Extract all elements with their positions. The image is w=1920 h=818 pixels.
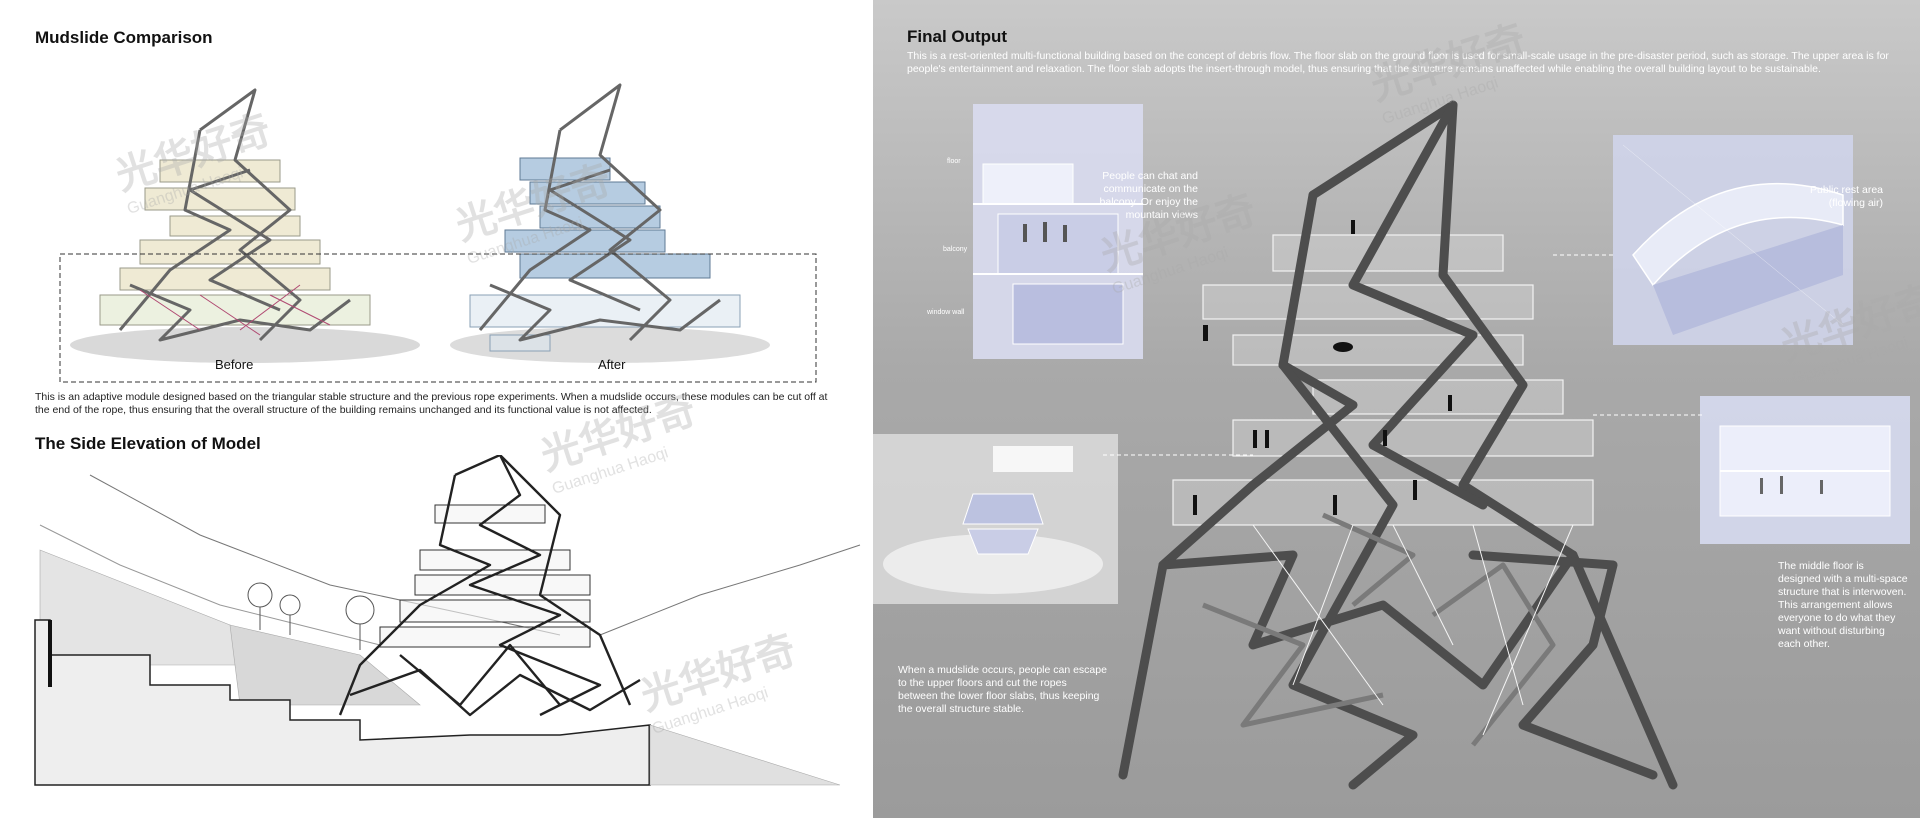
mudslide-comparison-drawing (59, 83, 817, 383)
left-panel: Mudslide Comparison (0, 0, 873, 818)
final-model-drawing (1103, 100, 1703, 790)
floor-label: floor (947, 158, 961, 165)
rest-area-image (1613, 135, 1853, 345)
after-label: After (598, 357, 626, 372)
before-label: Before (215, 357, 254, 372)
middle-floor-note: The middle floor is designed with a mult… (1778, 560, 1908, 650)
right-panel: Final Output This is a rest-oriented mul… (873, 0, 1920, 818)
balcony-note: People can chat and communicate on the b… (1099, 170, 1198, 221)
middle-floor-image (1700, 396, 1910, 544)
mudslide-escape-note: When a mudslide occurs, people can escap… (898, 664, 1107, 715)
balcony-detail-image (973, 104, 1143, 359)
mudslide-comparison-text: This is an adaptive module designed base… (35, 391, 828, 416)
window-wall-label: window wall (927, 309, 965, 316)
rest-area-label: Public rest area (flowing air) (1810, 184, 1883, 209)
mudslide-comparison-title: Mudslide Comparison (35, 28, 213, 47)
final-output-intro: This is a rest-oriented multi-functional… (907, 50, 1889, 75)
escape-detail-image (873, 434, 1118, 604)
balcony-label: balcony (943, 246, 968, 253)
side-elevation-drawing (34, 455, 861, 786)
final-output-title: Final Output (907, 27, 1008, 46)
side-elevation-title: The Side Elevation of Model (35, 434, 261, 453)
